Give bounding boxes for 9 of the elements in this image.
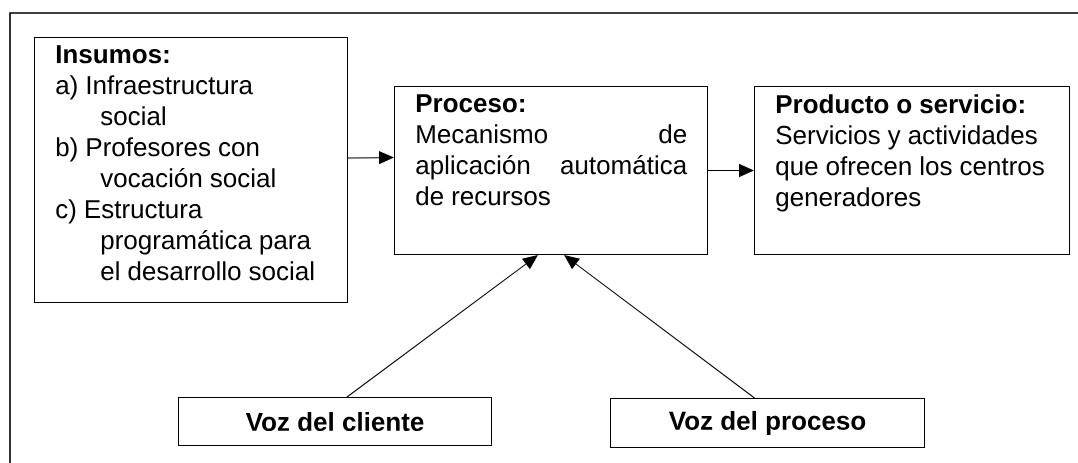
process-box: Insumos: a) Infraestructura social b) Profesores con vocación social c) Estructura programática para el desarrollo social — [34, 37, 348, 303]
text-box: Voz del cliente — [178, 397, 492, 446]
arrow — [347, 151, 394, 164]
arrow — [346, 255, 538, 398]
arrow — [707, 164, 754, 177]
arrow — [564, 255, 755, 399]
text-box: Voz del proceso — [610, 398, 925, 448]
process-box: Producto o servicio: Servicios y actividades que ofrecen los centros generadores — [754, 86, 1070, 255]
process-box: Proceso: Mecanismo de aplicación automática de recursos — [394, 86, 708, 255]
